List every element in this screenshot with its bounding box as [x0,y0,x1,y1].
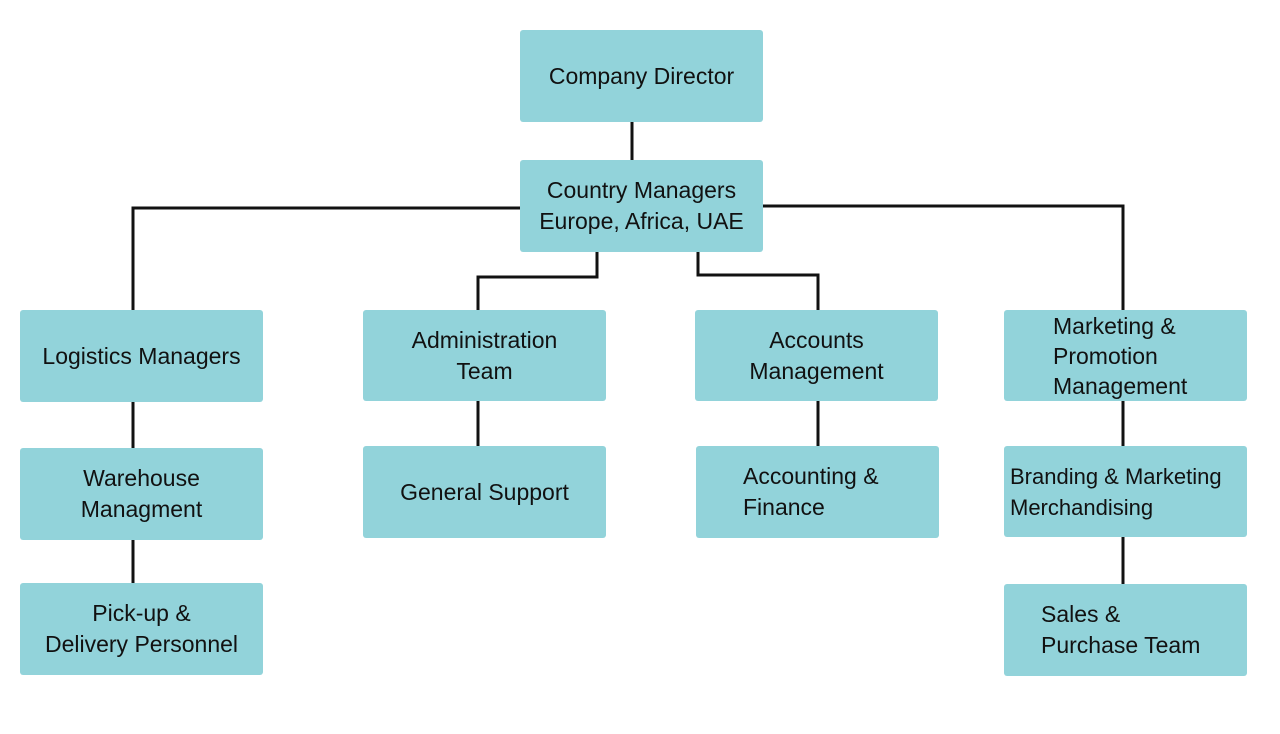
node-general-support: General Support [363,446,606,538]
node-label: Finance [743,494,825,520]
node-delivery-personnel: Pick-up & Delivery Personnel [20,583,263,675]
node-label: Marketing & [1053,312,1176,339]
connector-country-administration [476,250,599,312]
node-label: Purchase Team [1041,632,1201,658]
node-label: Company Director [548,62,735,89]
node-label: Managment [80,496,203,522]
node-accounts-management: Accounts Management [695,310,938,401]
node-label: Pick-up & [92,600,191,626]
node-warehouse-managment: Warehouse Managment [20,448,263,540]
node-label: Country Managers [546,177,737,203]
node-label: General Support [400,478,569,505]
node-sales-purchase: Sales & Purchase Team [1004,584,1247,676]
node-accounting-finance: Accounting & Finance [696,446,939,538]
node-label: Administration [411,326,558,353]
node-label: Delivery Personnel [44,631,239,657]
node-country-managers: Country Managers Europe, Africa, UAE [520,160,763,252]
connector-country-logistics [131,206,522,312]
node-administration-team: Administration Team [363,310,606,401]
node-label: Accounting & [743,463,879,489]
node-marketing-promotion: Marketing & Promotion Management [1004,310,1247,401]
node-company-director: Company Director [520,30,763,122]
node-label: Warehouse [83,465,200,491]
node-branding-merchandising: Branding & Marketing Merchandising [1004,446,1247,537]
node-label: Promotion [1053,342,1158,369]
node-label: Management [749,357,884,384]
connector-country-accounts [696,250,820,312]
node-logistics-managers: Logistics Managers [20,310,263,402]
node-label: Europe, Africa, UAE [539,208,744,234]
connector-country-marketing [761,204,1125,312]
node-label: Branding & Marketing [1010,463,1222,489]
node-label: Management [1053,372,1188,399]
node-label: Sales & [1041,601,1121,627]
node-label: Logistics Managers [42,342,241,369]
node-label: Accounts [769,326,864,353]
node-label: Team [456,357,513,384]
node-label: Merchandising [1010,494,1154,520]
